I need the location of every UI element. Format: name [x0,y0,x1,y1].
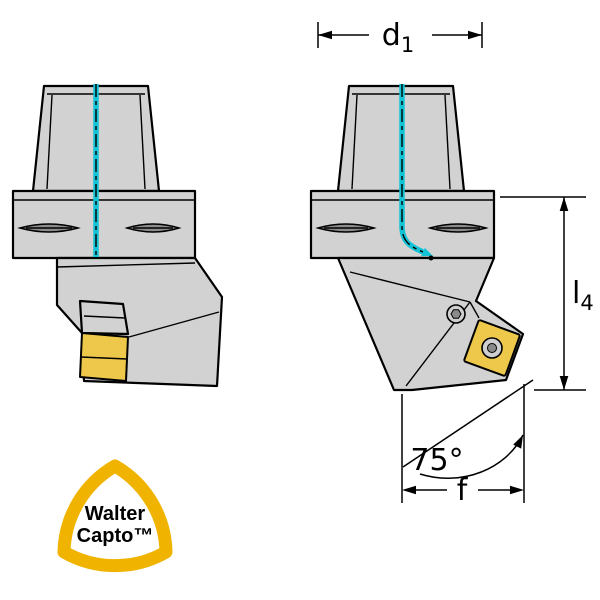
d1-arrow-right-icon [468,30,482,40]
logo-text-capto: Capto™ [77,525,154,547]
angle-label: 75° [410,443,463,478]
angle-annotation-75: 75° [402,379,534,479]
walter-capto-logo: Walter Capto™ [57,459,173,573]
dimension-d1: d1 [317,18,483,57]
coolant-arrow-icon [421,247,433,257]
head-ridge-line [349,271,471,303]
clamp-line [83,315,126,319]
angle-reference-line [402,379,534,468]
logo-text-walter: Walter [85,503,146,525]
angle-arrow-icon [513,435,523,449]
shank-chamfer-left-right [351,94,358,190]
f-arrow-left-icon [402,485,416,495]
insert-left-view [79,332,129,382]
head-pocket-line [469,301,480,319]
coolant-centerline-dash [401,84,424,253]
left-view [11,84,224,388]
insert-screw-inner [487,343,497,353]
shank-chamfer-left [46,94,53,190]
body-seat-line [128,311,220,338]
d1-label-sub: 1 [401,33,414,57]
dimension-f: f [401,384,525,508]
l4-label-sub: 4 [580,291,593,315]
l4-arrow-bottom-icon [559,376,569,390]
f-arrow-right-icon [510,485,524,495]
d1-label-base: d [382,18,401,53]
d1-arrow-left-icon [318,30,332,40]
shank-chamfer-right-right [444,94,451,190]
l4-arrow-top-icon [559,197,569,211]
shank-chamfer-right [139,94,146,190]
dimension-l4: l4 [500,196,594,391]
body-pocket-line [56,262,196,268]
right-view [309,84,525,392]
insert-left-mid-line [80,356,128,360]
l4-label-base: l [572,276,580,311]
f-label: f [457,473,469,508]
d1-label: d1 [382,18,414,57]
l4-label: l4 [572,276,594,315]
coolant-exit-dot [428,255,434,261]
clamp-screw-hex-icon [450,309,462,319]
capto-trigon-icon [57,459,173,573]
